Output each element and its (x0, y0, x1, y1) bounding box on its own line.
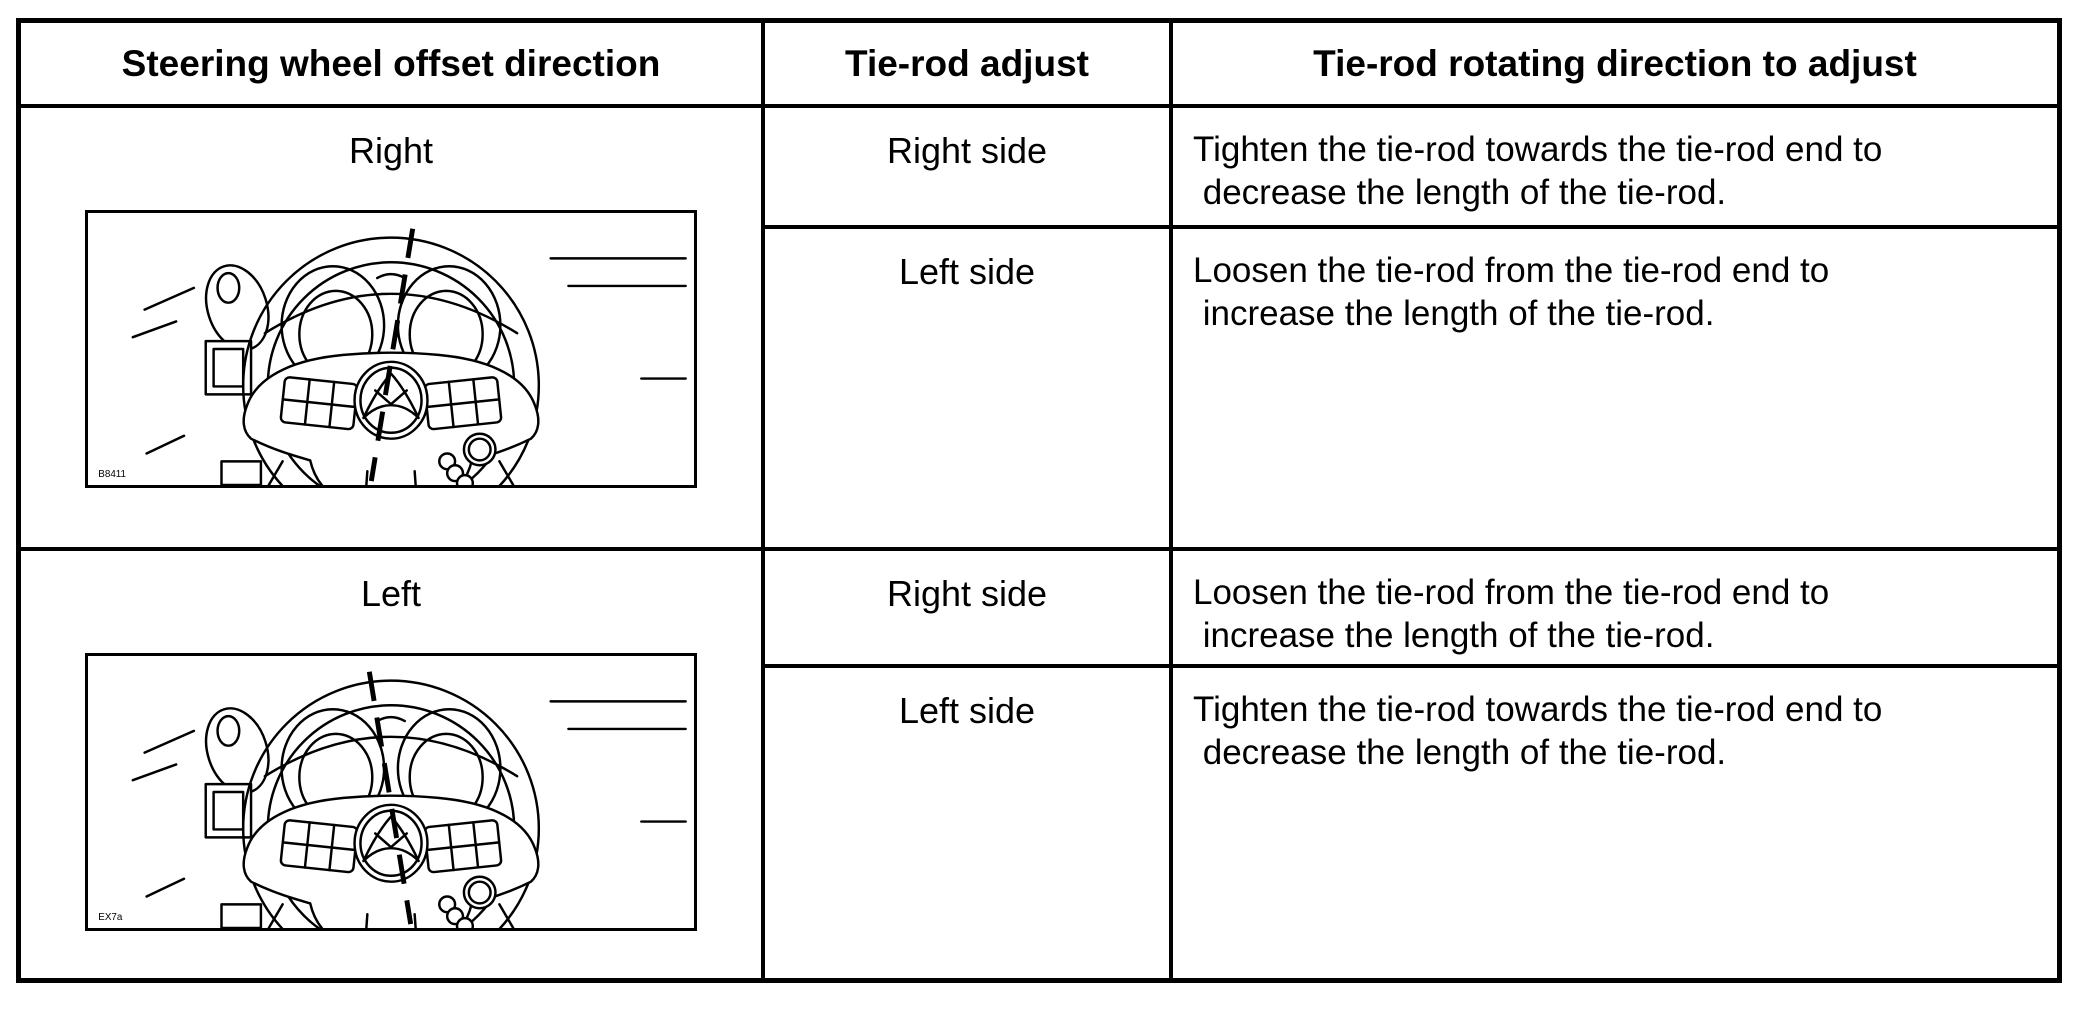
instruction-cell: Tighten the tie-rod towards the tie-rod … (1173, 108, 2057, 229)
steering-wheel-icon (131, 236, 687, 485)
tie-rod-side-cell: Right side (765, 108, 1173, 229)
steering-wheel-illustration-right: B8411 (98, 228, 687, 485)
column-header-steering-wheel-offset-direction: Steering wheel offset direction (21, 23, 765, 108)
figure-code-right: B8411 (98, 469, 126, 480)
tie-rod-side-cell: Left side (765, 229, 1173, 551)
offset-direction-cell-right: Right B8411 (21, 108, 765, 551)
tie-rod-side-cell: Right side (765, 551, 1173, 668)
tie-rod-adjustment-table: Steering wheel offset direction Tie-rod … (16, 18, 2062, 983)
column-header-tie-rod-adjust: Tie-rod adjust (765, 23, 1173, 108)
steering-wheel-figure-right: B8411 (85, 210, 697, 488)
figure-code-left: EX7a (98, 912, 123, 923)
steering-wheel-illustration-left: EX7a (98, 671, 687, 928)
offset-centerline-tilted-left (366, 671, 414, 925)
steering-wheel-figure-left: EX7a (85, 653, 697, 931)
offset-direction-cell-left: Left EX7a (21, 551, 765, 978)
tie-rod-side-cell: Left side (765, 668, 1173, 978)
instruction-cell: Loosen the tie-rod from the tie-rod end … (1173, 551, 2057, 668)
instruction-cell: Loosen the tie-rod from the tie-rod end … (1173, 229, 2057, 551)
column-header-tie-rod-rotating-direction: Tie-rod rotating direction to adjust (1173, 23, 2057, 108)
instruction-cell: Tighten the tie-rod towards the tie-rod … (1193, 690, 1883, 773)
offset-direction-label-left: Left (360, 573, 422, 614)
steering-wheel-icon (131, 679, 687, 928)
offset-direction-label-right: Right (348, 130, 434, 171)
offset-centerline-tilted-right (368, 228, 416, 482)
